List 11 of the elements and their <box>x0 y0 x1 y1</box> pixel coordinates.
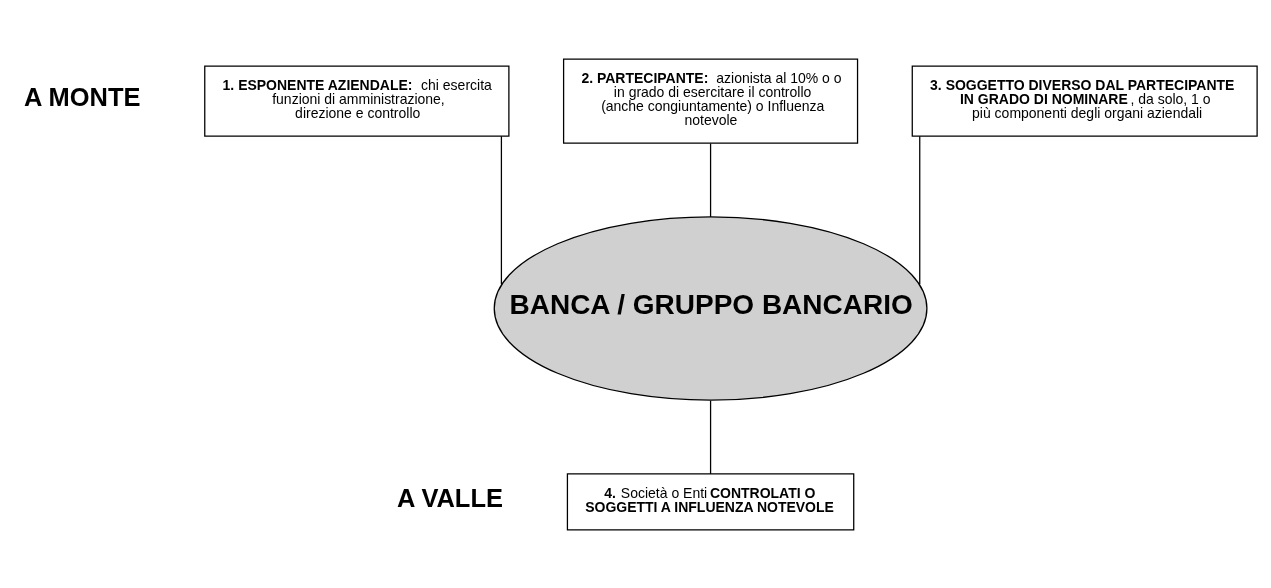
connector <box>500 135 503 285</box>
node-box: 4. Società o Enti CONTROLATI O SOGGETTI A INFLUENZA NOTEVOLE <box>566 472 855 531</box>
node-box: 2. PARTECIPANTE: azionista al 10% o o in grado di esercitare il controllo (anche congiuntamente) o Influenza notevole <box>562 57 859 144</box>
node-ellipse: BANCA / GRUPPO BANCARIO <box>493 215 928 401</box>
label: A VALLE <box>396 483 503 512</box>
label: A MONTE <box>24 82 141 111</box>
connector <box>709 399 712 475</box>
node-box: 3. SOGGETTO DIVERSO DAL PARTECIPANTE IN GRADO DI NOMINARE, da solo, 1 o più componenti degli organi aziendali <box>911 64 1258 137</box>
connector <box>709 142 712 217</box>
connector <box>919 135 921 285</box>
node-box: 1. ESPONENTE AZIENDALE: chi esercita funzioni di amministrazione, direzione e controllo <box>204 64 510 137</box>
